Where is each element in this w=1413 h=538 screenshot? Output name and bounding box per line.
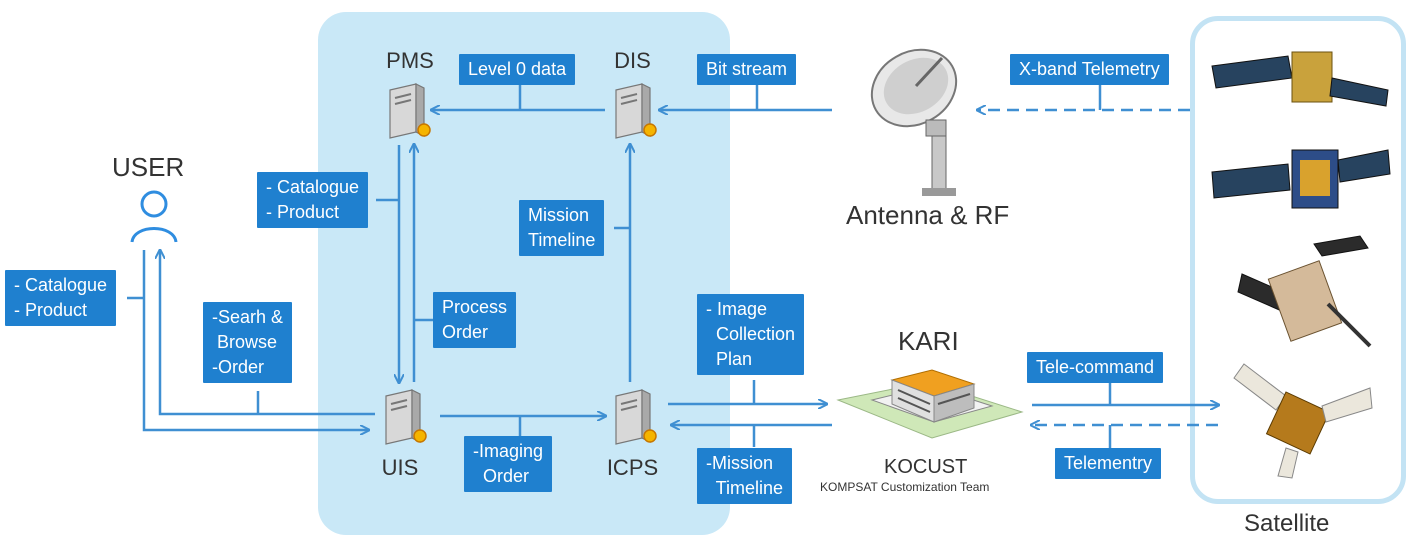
building-icon xyxy=(836,369,1024,439)
kocust-subtitle: KOMPSAT Customization Team xyxy=(820,480,990,494)
telementry-label: Telementry xyxy=(1055,448,1162,479)
pms-server-icon xyxy=(389,83,431,139)
search-browse-order-label: -Searh & Browse -Order xyxy=(203,302,293,383)
pms-label: PMS xyxy=(386,48,434,73)
user-label: USER xyxy=(112,152,185,182)
kari-label: KARI xyxy=(898,326,959,356)
satellite-icon xyxy=(1233,363,1373,479)
level0-data-label: Level 0 data xyxy=(459,54,576,85)
image-collection-plan-label: - Image Collection Plan xyxy=(697,294,805,375)
dis-label: DIS xyxy=(614,48,651,73)
uis-label: UIS xyxy=(381,455,419,480)
satellite-icon xyxy=(1211,149,1391,209)
xband-telemetry-label: X-band Telemetry xyxy=(1010,54,1169,85)
user-icon xyxy=(130,190,178,243)
icps-server-icon xyxy=(615,389,657,445)
mission-timeline-bottom-label: -Mission Timeline xyxy=(697,448,793,504)
antenna-icon xyxy=(870,48,958,196)
imaging-order-label: -Imaging Order xyxy=(464,436,553,492)
satellite-icon xyxy=(1211,51,1389,107)
kocust-label: KOCUST xyxy=(884,456,968,478)
bit-stream-label: Bit stream xyxy=(697,54,797,85)
icps-label: ICPS xyxy=(606,455,659,480)
uis-server-icon xyxy=(385,389,427,445)
mission-timeline-top-label: Mission Timeline xyxy=(519,200,605,256)
dis-server-icon xyxy=(615,83,657,139)
catalogue-product-top-label: - Catalogue - Product xyxy=(257,172,369,228)
satellite-icon xyxy=(1237,235,1372,348)
catalogue-product-left-label: - Catalogue - Product xyxy=(5,270,117,326)
process-order-label: Process Order xyxy=(433,292,517,348)
telecommand-label: Tele-command xyxy=(1027,352,1164,383)
satellite-label: Satellite xyxy=(1244,510,1330,537)
antenna-label: Antenna & RF xyxy=(846,200,1010,230)
